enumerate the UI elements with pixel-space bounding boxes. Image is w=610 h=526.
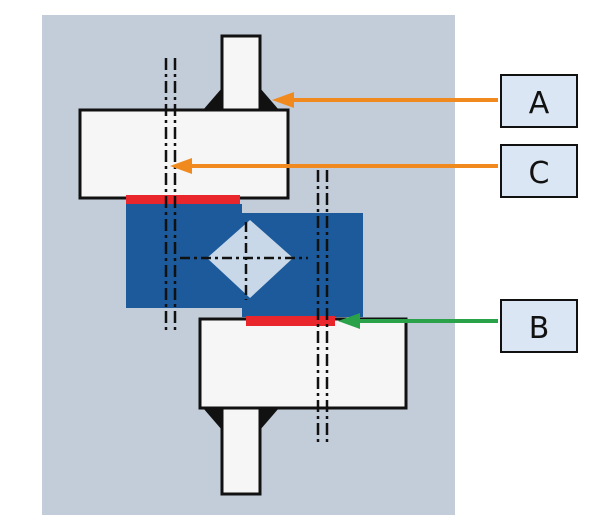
callout-box-a: A (500, 74, 578, 128)
lower-weld-left (203, 408, 222, 430)
callout-label-a: A (529, 86, 550, 121)
upper-contact-face (126, 195, 240, 204)
arrow-c (170, 158, 498, 174)
callout-box-b: B (500, 299, 578, 353)
upper-shaft (220, 34, 262, 114)
upper-weld-right (260, 88, 279, 110)
lower-flange (198, 317, 408, 410)
arrow-b (338, 313, 498, 329)
upper-weld-left (203, 88, 222, 110)
arrow-a (272, 92, 498, 108)
lower-contact-face (246, 316, 335, 326)
callout-label-b: B (529, 311, 550, 346)
upper-flange (78, 108, 290, 200)
callout-label-c: C (529, 156, 550, 191)
right-centerline (316, 170, 329, 446)
diamond-centerlines (180, 222, 308, 300)
lower-shaft (220, 406, 262, 496)
lower-weld-right (260, 408, 279, 430)
callout-box-c: C (500, 144, 578, 198)
